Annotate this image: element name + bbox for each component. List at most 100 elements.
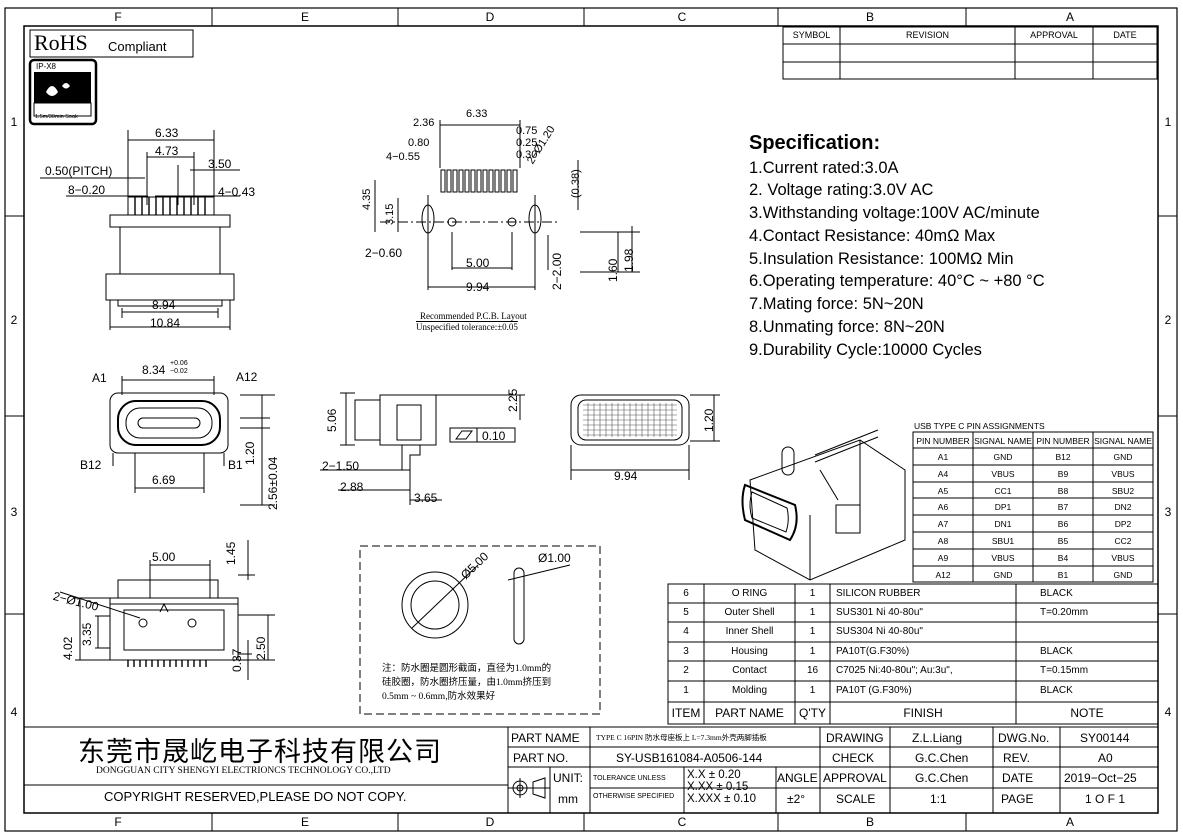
pin-cell: GND — [993, 452, 1013, 462]
page-label: PAGE — [1001, 792, 1034, 806]
pin-cell: A8 — [937, 536, 949, 546]
scale-label: SCALE — [836, 792, 876, 806]
dim-label: 5.00 — [152, 550, 176, 564]
pin-cell: DN2 — [1114, 502, 1132, 512]
dim-label: 0.75 — [516, 125, 538, 137]
pin-cell: VBUS — [991, 553, 1015, 563]
dim-label: 3.50 — [208, 157, 232, 171]
pin-cell: B4 — [1057, 553, 1069, 563]
rev-header-date: DATE — [1113, 30, 1137, 40]
pin-cell: VBUS — [1111, 469, 1135, 479]
page-value: 1 O F 1 — [1085, 792, 1126, 806]
bom-cell: Inner Shell — [725, 626, 774, 637]
pin-cell: A1 — [937, 452, 949, 462]
copyright-note: COPYRIGHT RESERVED,PLEASE DO NOT COPY. — [104, 789, 407, 804]
dim-label: A12 — [236, 370, 258, 384]
dim-label: 0.10 — [482, 429, 506, 443]
bom-cell: 16 — [806, 665, 819, 676]
bom-cell: BLACK — [1040, 685, 1073, 696]
ipx-label: IP-X8 — [36, 62, 57, 71]
dim-label: 4.73 — [155, 144, 179, 158]
housing-top-view — [570, 394, 720, 480]
bom-cell: T=0.20mm — [1040, 607, 1089, 618]
pin-cell: A5 — [937, 486, 949, 496]
dim-label: 4.35 — [361, 188, 373, 210]
bom-cell: O RING — [731, 588, 768, 599]
spec-title: Specification: — [749, 132, 881, 154]
dim-label: 1.20 — [702, 408, 716, 432]
rohs-compliant: Compliant — [108, 39, 167, 54]
dim-label: B1 — [228, 458, 243, 472]
ipx8-icon — [33, 72, 92, 117]
company-name-en: DONGGUAN CITY SHENGYI ELECTRIONCS TECHNO… — [96, 766, 391, 776]
pcb-pads — [440, 169, 518, 193]
bom-header: ITEM — [671, 706, 701, 720]
pin-header: PIN NUMBER — [1036, 436, 1090, 446]
dim-label: 0.30 — [516, 149, 538, 161]
bom-cell: 1 — [809, 588, 816, 599]
pin-cell: B6 — [1057, 519, 1069, 529]
dim-label: 6.69 — [152, 473, 176, 487]
dim-label: 3.15 — [384, 203, 396, 225]
zone-label: E — [300, 815, 309, 829]
pin-cell: SBU2 — [1111, 486, 1135, 496]
zone-label: D — [485, 10, 495, 24]
dim-label: 8−0.20 — [68, 183, 106, 197]
oring-note: 0.5mm ~ 0.6mm,防水效果好 — [382, 692, 496, 702]
zone-label: 2 — [1164, 313, 1172, 327]
pin-cell: B12 — [1055, 452, 1071, 462]
drawing-label: DRAWING — [826, 731, 884, 745]
oring-view — [401, 564, 571, 645]
zone-label: 1 — [10, 115, 18, 129]
dim-label: 5.00 — [466, 256, 490, 270]
bom-cell: 3 — [683, 646, 689, 657]
pin-cell: GND — [993, 570, 1013, 580]
dim-label: 6.33 — [155, 126, 179, 140]
zone-label: 2 — [10, 313, 18, 327]
bom-header: NOTE — [1070, 706, 1104, 720]
dim-label: 0.37 — [230, 648, 244, 672]
pin-cell: GND — [1113, 570, 1133, 580]
dim-label: 6.33 — [466, 108, 488, 120]
dwg-value: SY00144 — [1080, 731, 1130, 745]
angle-label: ANGLE — [777, 771, 818, 785]
spec-line: 9.Durability Cycle:10000 Cycles — [749, 341, 982, 359]
dim-label: Ø1.00 — [538, 551, 571, 565]
bom-cell: SUS301 Ni 40-80u" — [836, 607, 923, 618]
housing-mesh — [583, 403, 677, 437]
dim-label: 9.94 — [614, 469, 638, 483]
dim-label: 8.94 — [152, 298, 176, 312]
pcb-layout-view — [374, 120, 640, 290]
pin-cell: CC1 — [994, 486, 1012, 496]
bom-cell: PA10T (G.F30%) — [836, 685, 912, 696]
zone-label: 3 — [10, 505, 18, 519]
part-no-label: PART NO. — [513, 751, 569, 765]
rev-value: A0 — [1098, 751, 1113, 765]
check-value: G.C.Chen — [915, 751, 969, 765]
bom-cell: T=0.15mm — [1040, 665, 1089, 676]
bom-cell: 6 — [683, 588, 689, 599]
bom-cell: 1 — [809, 607, 816, 618]
tolerance-value: X.XXX ± 0.10 — [687, 793, 756, 805]
pin-cell: A12 — [935, 570, 951, 580]
pins-bottom — [127, 660, 207, 667]
zone-label: A — [1065, 815, 1074, 829]
zone-label: A — [1065, 10, 1074, 24]
zone-label: 1 — [1164, 115, 1172, 129]
oring-note: 注：防水圈是圆形截面，直径为1.0mm的 — [382, 664, 552, 674]
spec-line: 4.Contact Resistance: 40mΩ Max — [749, 227, 996, 245]
rev-header-symbol: SYMBOL — [792, 30, 831, 40]
oring-note: 硅胶圈，防水圈挤压量，由1.0mm挤压到 — [382, 678, 552, 688]
zone-label: E — [300, 10, 309, 24]
spec-line: 3.Withstanding voltage:100V AC/minute — [749, 204, 1040, 222]
dim-label: 0.80 — [408, 137, 430, 149]
dim-label: 1.98 — [622, 248, 636, 272]
zone-label: 4 — [10, 705, 18, 719]
rohs-mark: RoHS — [34, 30, 88, 55]
dwg-label: DWG.No. — [998, 731, 1050, 745]
dim-label: 2.88 — [340, 480, 364, 494]
unit-value: mm — [558, 792, 578, 806]
spec-line: 1.Current rated:3.0A — [749, 159, 899, 177]
pin-cell: DP1 — [994, 502, 1012, 512]
spec-line: 5.Insulation Resistance: 100MΩ Min — [749, 250, 1014, 268]
